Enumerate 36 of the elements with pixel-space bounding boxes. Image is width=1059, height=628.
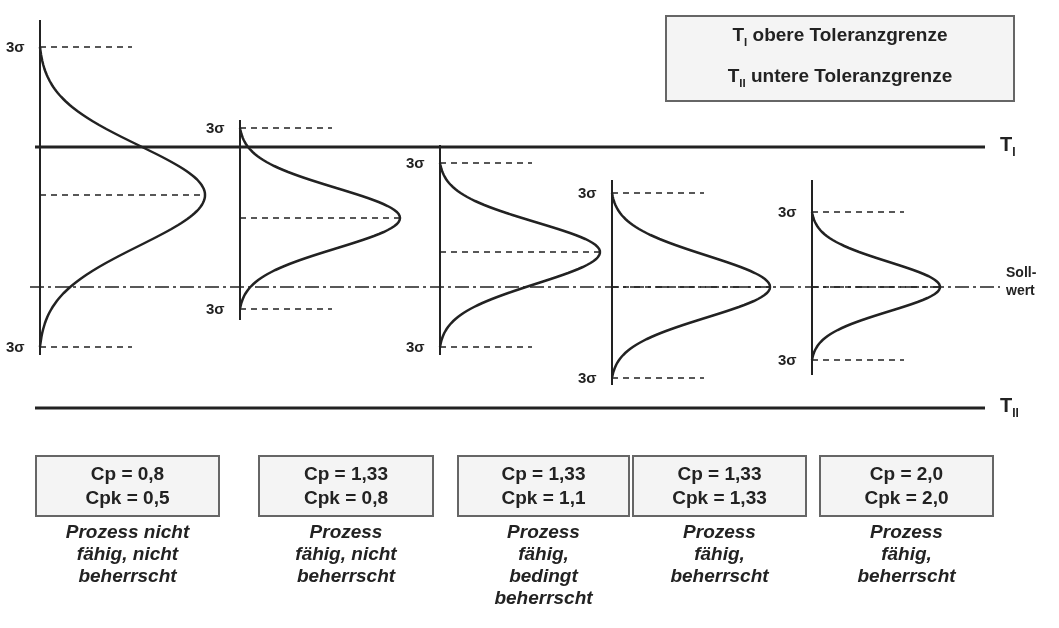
value-box [35, 455, 220, 517]
sigma-label: 3σ [578, 184, 597, 201]
index-value: Cp = 2,0 [869, 462, 944, 486]
value-box [258, 455, 434, 517]
value-box [457, 455, 630, 517]
sigma-label: 3σ [778, 351, 797, 368]
index-value: Cp = 1,33 [677, 462, 762, 486]
index-value: Cpk = 0,5 [85, 486, 170, 510]
sigma-label: 3σ [406, 154, 425, 171]
assessment-caption: Prozess fähig, beherrscht [669, 521, 770, 587]
index-value: Cpk = 1,1 [501, 486, 586, 510]
value-box [819, 455, 994, 517]
legend-box [665, 15, 1015, 102]
sigma-label: 3σ [6, 338, 25, 355]
target-label: Soll- wert [1006, 263, 1038, 299]
legend-text: T$_{II}$ untere Toleranzgrenze [727, 63, 953, 91]
sigma-label: 3σ [6, 38, 25, 55]
sigma-label: 3σ [206, 119, 225, 136]
sigma-label: 3σ [778, 203, 797, 220]
tolerance-label: T$_{II}$ [1000, 394, 1019, 420]
assessment-caption: Prozess fähig, beherrscht [856, 521, 957, 587]
index-value: Cpk = 0,8 [304, 486, 388, 510]
legend-text: T$_{I}$ obere Toleranzgrenze [732, 22, 948, 50]
sigma-label: 3σ [206, 300, 225, 317]
index-value: Cpk = 1,33 [672, 486, 767, 510]
assessment-caption: Prozess fähig, nicht beherrscht [294, 521, 398, 587]
sigma-label: 3σ [578, 369, 597, 386]
index-value: Cp = 1,33 [501, 462, 586, 486]
tolerance-label: T$_{I}$ [1000, 133, 1016, 159]
index-value: Cp = 0,8 [90, 462, 165, 486]
value-box [632, 455, 807, 517]
index-value: Cpk = 2,0 [864, 486, 949, 510]
assessment-caption: Prozess nicht fähig, nicht beherrscht [65, 521, 190, 587]
assessment-caption: Prozess fähig, bedingt beherrscht [493, 521, 594, 609]
sigma-label: 3σ [406, 338, 425, 355]
index-value: Cp = 1,33 [304, 462, 388, 486]
